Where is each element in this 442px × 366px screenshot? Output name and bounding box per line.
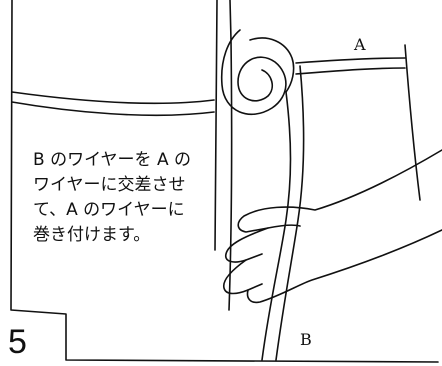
caption-line: ワイヤーに交差させ: [33, 175, 186, 195]
wire-loop-inner: [249, 37, 295, 93]
instruction-caption: B のワイヤーを A の ワイヤーに交差させ て、A のワイヤーに 巻き付けます…: [33, 148, 233, 248]
right-panel: [228, 0, 421, 311]
wire-loop: [220, 29, 287, 116]
caption-line: B のワイヤーを A の: [33, 150, 191, 170]
wire-b-label: B: [300, 330, 312, 349]
caption-line: て、A のワイヤーに: [33, 200, 185, 220]
hand-thumb: [245, 224, 301, 291]
wire-b: [261, 65, 305, 361]
step-number: 5: [8, 323, 27, 361]
left-band: [11, 91, 215, 117]
wire-a-label: A: [354, 35, 366, 54]
hand: [222, 149, 442, 304]
left-panel: [10, 0, 439, 363]
caption-line: 巻き付けます。: [33, 225, 151, 245]
wire-a: [295, 57, 406, 75]
